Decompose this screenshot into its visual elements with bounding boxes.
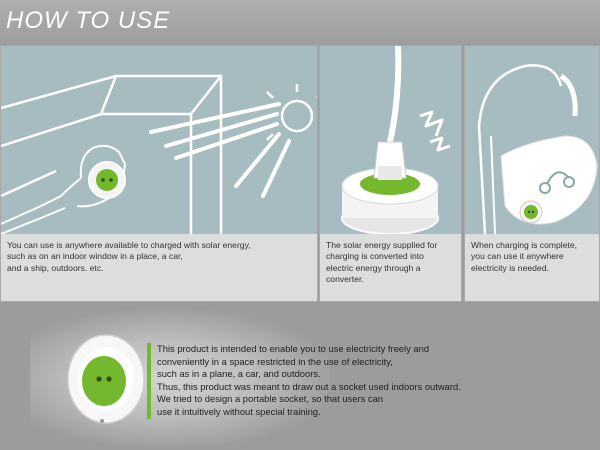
step-caption-window: You can use is anywhere available to cha… <box>7 240 311 274</box>
caption-line: electricity is needed. <box>471 262 549 273</box>
step-caption-converter: The solar energy supplied for charging i… <box>326 240 455 286</box>
caption-line: You can use is anywhere available to cha… <box>7 240 251 250</box>
product-description: This product is intended to enable you t… <box>147 343 547 419</box>
lightning-icon <box>419 110 444 137</box>
description-line: We tried to design a portable socket, so… <box>157 393 383 405</box>
step-panel-portable: When charging is complete, you can use i… <box>464 45 600 302</box>
sun-icon <box>266 84 317 141</box>
description-line: This product is intended to enable you t… <box>157 343 430 354</box>
caption-line: you can use it anywhere <box>471 251 564 262</box>
step-panel-converter: The solar energy supplied for charging i… <box>319 45 462 302</box>
description-line: use it intuitively without special train… <box>157 405 321 417</box>
product-description-section: This product is intended to enable you t… <box>0 303 600 450</box>
description-line: Thus, this product was meant to draw out… <box>157 380 461 392</box>
caption-line: converter. <box>326 274 364 285</box>
caption-line: and a ship, outdoors. etc. <box>7 262 104 273</box>
step-panel-window: You can use is anywhere available to cha… <box>0 45 318 302</box>
window-charging-illustration <box>1 46 317 234</box>
description-line: conveniently in a space restricted in th… <box>157 355 393 367</box>
step-caption-portable: When charging is complete, you can use i… <box>471 240 593 274</box>
plug-converter-illustration <box>320 46 461 234</box>
caption-line: charging is converted into <box>326 251 424 262</box>
description-line: such as in a plane, a car, and outdoors. <box>157 368 321 380</box>
header-bar: HOW TO USE <box>0 0 600 44</box>
caption-line: such as on an indoor window in a place, … <box>7 251 183 262</box>
caption-line: When charging is complete, <box>471 240 578 250</box>
page-title: HOW TO USE <box>6 7 171 34</box>
caption-line: The solar energy supplied for <box>326 240 438 250</box>
portable-socket-image <box>67 334 145 424</box>
bag-usage-illustration <box>465 46 599 234</box>
caption-line: electric energy through a <box>326 262 421 273</box>
